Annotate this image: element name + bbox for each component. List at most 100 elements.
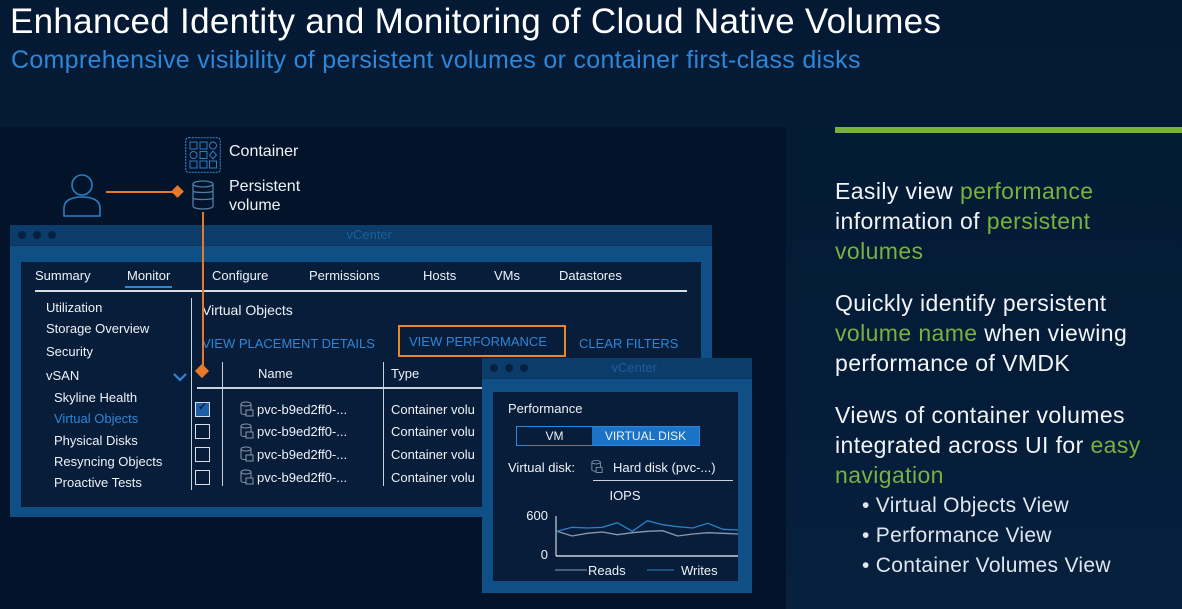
- highlight-text: performance: [959, 178, 1094, 204]
- virtual-disk-label: Virtual disk:: [508, 460, 575, 475]
- iops-chart: IOPS 600 0 Reads Writes: [526, 488, 738, 578]
- tab-hosts[interactable]: Hosts: [423, 268, 457, 283]
- row-type: Container volu: [391, 447, 475, 462]
- view-toggle: VM VIRTUAL DISK: [516, 426, 700, 446]
- container-icon: [185, 137, 221, 173]
- highlight-text: easy navigation: [835, 432, 1141, 488]
- column-divider: [383, 362, 384, 486]
- bullet-text: when viewing performance of VMDK: [835, 320, 1128, 376]
- toggle-virtual-disk-button[interactable]: VIRTUAL DISK: [592, 427, 699, 445]
- row-name[interactable]: pvc-b9ed2ff0-...: [257, 402, 348, 417]
- row-type: Container volu: [391, 470, 475, 485]
- tab-permissions[interactable]: Permissions: [309, 268, 380, 283]
- container-label: Container: [229, 143, 299, 160]
- sidebar-item-utilization[interactable]: Utilization: [46, 300, 103, 315]
- performance-window: vCenter Performance VM VIRTUAL DISK Virt…: [482, 358, 752, 593]
- connector-line: [106, 191, 176, 193]
- bullet-point: Easily view performance information of p…: [835, 176, 1182, 266]
- row-checkbox[interactable]: [195, 470, 210, 485]
- disk-icon: [591, 460, 603, 473]
- bullet-text: Quickly identify persistent: [835, 290, 1107, 316]
- row-type: Container volu: [391, 424, 475, 439]
- window-titlebar[interactable]: vCenter: [482, 358, 752, 379]
- sidebar-item-resyncing-objects[interactable]: Resyncing Objects: [54, 454, 163, 469]
- window-maximize-dot[interactable]: [520, 364, 528, 372]
- virtual-disk-select[interactable]: Hard disk (pvc-...): [613, 460, 716, 475]
- toggle-vm-button[interactable]: VM: [517, 427, 592, 445]
- tab-monitor[interactable]: Monitor: [124, 268, 173, 288]
- clear-filters-button[interactable]: CLEAR FILTERS: [579, 336, 679, 351]
- row-checkbox[interactable]: [195, 447, 210, 462]
- y-tick-label: 0: [541, 547, 548, 562]
- persistent-volume-label: Persistent volume: [229, 177, 300, 215]
- series-line-reads: [556, 530, 738, 537]
- select-underline: [593, 480, 733, 481]
- highlight-text: persistent volumes: [835, 208, 1091, 264]
- content-title: Virtual Objects: [202, 302, 293, 318]
- sidebar-item-proactive-tests[interactable]: Proactive Tests: [54, 475, 142, 490]
- window-title: vCenter: [346, 227, 392, 242]
- sidebar-item-security[interactable]: Security: [46, 344, 93, 359]
- bullet-text: Easily view: [835, 178, 960, 204]
- legend-label-reads: Reads: [588, 563, 626, 578]
- window-minimize-dot[interactable]: [505, 364, 513, 372]
- window-titlebar[interactable]: vCenter: [10, 225, 712, 246]
- bullet-text: information of: [835, 208, 987, 234]
- sidebar-item-physical-disks[interactable]: Physical Disks: [54, 433, 138, 448]
- sidebar-item-skyline-health[interactable]: Skyline Health: [54, 390, 138, 405]
- accent-bar: [835, 127, 1182, 133]
- bullet-points: Easily view performance information of p…: [835, 176, 1182, 490]
- sidebar-item-virtual-objects[interactable]: Virtual Objects: [54, 411, 139, 426]
- disk-icon: [240, 446, 254, 462]
- window-maximize-dot[interactable]: [48, 231, 56, 239]
- database-icon: [192, 180, 214, 210]
- view-performance-button[interactable]: VIEW PERFORMANCE: [398, 325, 566, 357]
- performance-title: Performance: [508, 401, 583, 416]
- legend-label-writes: Writes: [681, 563, 718, 578]
- window-controls: [18, 231, 56, 239]
- tab-summary[interactable]: Summary: [35, 268, 91, 283]
- disk-icon: [240, 469, 254, 485]
- view-performance-label: VIEW PERFORMANCE: [409, 334, 547, 349]
- sidebar-item-vsan[interactable]: vSAN: [46, 368, 80, 383]
- column-header-name[interactable]: Name: [258, 366, 293, 381]
- disk-icon: [240, 401, 254, 417]
- highlight-text: volume name: [835, 320, 978, 346]
- window-close-dot[interactable]: [18, 231, 26, 239]
- disk-icon: [240, 423, 254, 439]
- column-divider: [222, 362, 223, 486]
- view-placement-details-button[interactable]: VIEW PLACEMENT DETAILS: [202, 336, 375, 351]
- tab-bar: Summary Monitor Configure Permissions Ho…: [35, 268, 687, 292]
- table-header-divider: [197, 387, 697, 389]
- row-name[interactable]: pvc-b9ed2ff0-...: [257, 470, 348, 485]
- bullet-point: Quickly identify persistent volume name …: [835, 288, 1182, 378]
- sidebar-divider: [191, 298, 192, 490]
- tab-datastores[interactable]: Datastores: [559, 268, 622, 283]
- tab-vms[interactable]: VMs: [494, 268, 520, 283]
- user-icon: [63, 174, 101, 217]
- window-title: vCenter: [611, 360, 657, 375]
- bullet-text: Views of container volumes integrated ac…: [835, 402, 1125, 458]
- row-checkbox[interactable]: [195, 400, 210, 417]
- connector-line: [202, 212, 204, 367]
- window-minimize-dot[interactable]: [33, 231, 41, 239]
- window-close-dot[interactable]: [490, 364, 498, 372]
- chart-title: IOPS: [609, 488, 640, 503]
- slide-subtitle: Comprehensive visibility of persistent v…: [11, 46, 861, 74]
- y-tick-label: 600: [526, 508, 548, 523]
- sub-bullet-list: • Virtual Objects View • Performance View…: [862, 491, 1182, 581]
- row-checkbox[interactable]: [195, 424, 210, 439]
- bullet-point: Views of container volumes integrated ac…: [835, 400, 1182, 490]
- chevron-down-icon[interactable]: [173, 372, 187, 382]
- tab-configure[interactable]: Configure: [212, 268, 269, 283]
- pv-label-line1: Persistent: [229, 178, 301, 195]
- sub-bullet: • Performance View: [862, 524, 1052, 547]
- series-line-writes: [556, 519, 738, 533]
- row-name[interactable]: pvc-b9ed2ff0-...: [257, 424, 348, 439]
- sidebar-item-storage-overview[interactable]: Storage Overview: [46, 321, 150, 336]
- row-name[interactable]: pvc-b9ed2ff0-...: [257, 447, 348, 462]
- row-type: Container volu: [391, 402, 475, 417]
- column-header-type[interactable]: Type: [391, 366, 420, 381]
- sub-bullet: • Virtual Objects View: [862, 494, 1069, 517]
- sub-bullet: • Container Volumes View: [862, 554, 1111, 577]
